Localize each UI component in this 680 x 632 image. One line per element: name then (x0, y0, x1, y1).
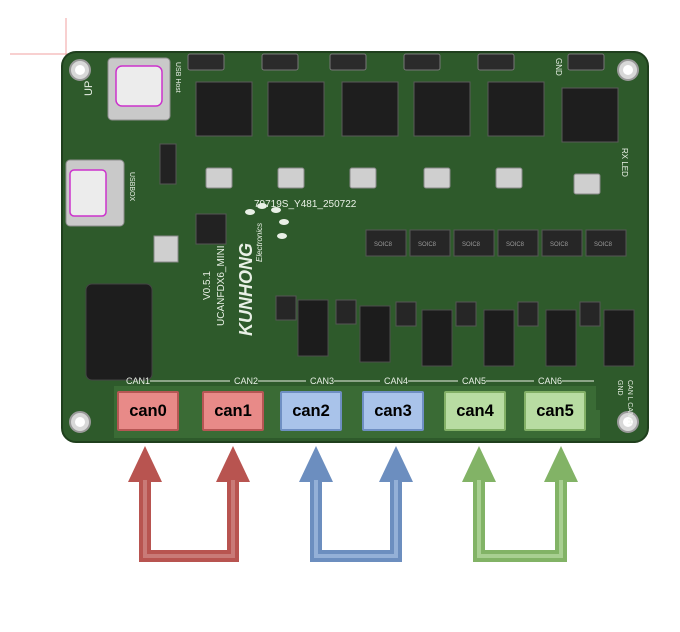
mcu-chips (195, 81, 619, 143)
chip-marking: SOIC8 (506, 242, 525, 248)
isolation-modules (297, 299, 635, 367)
silk-gnd-right: GND (616, 380, 623, 396)
brand-name: KUNHONG (236, 243, 256, 336)
silk-usb-host: USB Host (174, 62, 181, 93)
chip-marking: SOIC8 (550, 242, 569, 248)
chip-marking: SOIC8 (418, 242, 437, 248)
chip-marking: SOIC8 (462, 242, 481, 248)
brand-sub: Electronics (255, 223, 264, 262)
crystal-left (153, 235, 179, 263)
arrow-green (473, 480, 567, 562)
label-can5: can5 (524, 391, 586, 431)
silk-serial: 79719S_Y481_250722 (254, 199, 357, 210)
arrow-blue (310, 480, 402, 562)
silk-can6: CAN6 (538, 376, 562, 386)
silk-usbbox: USBBOX (128, 172, 135, 202)
silk-up: UP (83, 81, 95, 96)
chip-marking: SOIC8 (594, 242, 613, 248)
silk-led: RX LED (620, 148, 629, 177)
label-can2: can2 (280, 391, 342, 431)
pcb-board: CAN1 CAN2 CAN3 CAN4 CAN5 CAN6 79719S_Y48… (61, 51, 649, 443)
right-terminal (596, 376, 646, 410)
crystals (205, 167, 601, 195)
silk-gnd-top: GND (554, 58, 563, 76)
label-can3: can3 (362, 391, 424, 431)
connector-strip (114, 386, 600, 438)
power-module (85, 283, 153, 381)
silk-can4: CAN4 (384, 376, 408, 386)
transceiver-chips (365, 229, 627, 257)
chip-marking: SOIC8 (374, 242, 393, 248)
loopback-arrows (128, 446, 578, 562)
version: V0.5.1 (202, 271, 213, 300)
qfn-chip (195, 213, 227, 245)
arrow-red (139, 480, 239, 562)
silk-can-pins: CAN L CAN H (626, 380, 633, 424)
small-ics (275, 295, 601, 327)
silk-can5: CAN5 (462, 376, 486, 386)
label-can4: can4 (444, 391, 506, 431)
top-pin-headers (187, 53, 605, 71)
diode (159, 143, 177, 185)
silk-can3: CAN3 (310, 376, 334, 386)
silk-can2: CAN2 (234, 376, 258, 386)
model-name: UCANFDX6_MINI (216, 245, 227, 326)
silk-can1: CAN1 (126, 376, 150, 386)
brand-logo (245, 203, 289, 239)
label-can1: can1 (202, 391, 264, 431)
label-can0: can0 (117, 391, 179, 431)
